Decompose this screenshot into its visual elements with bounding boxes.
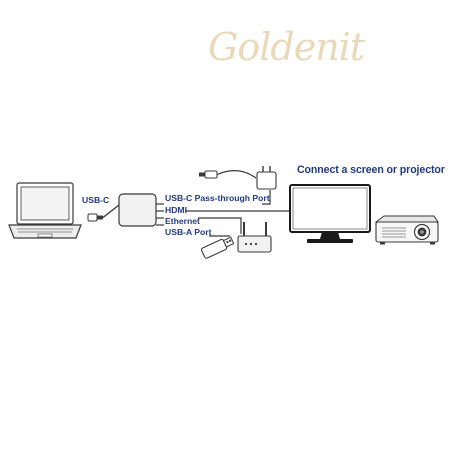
usb-stick-icon [200, 236, 235, 259]
heading-connect-screen: Connect a screen or projector [297, 164, 445, 176]
usb-c-plug-icon [87, 204, 120, 222]
projector-icon [374, 215, 439, 245]
laptop-icon [8, 182, 82, 239]
label-usba: USB-A Port [165, 227, 212, 237]
label-usb-c: USB-C [82, 195, 110, 205]
connection-lines [156, 170, 290, 237]
label-ethernet: Ethernet [165, 216, 200, 226]
watermark-logo: Goldenit [208, 25, 365, 69]
label-hdmi: HDMI [165, 205, 187, 215]
router-icon [237, 222, 272, 253]
power-adapter-icon [199, 166, 277, 190]
monitor-icon [289, 184, 371, 243]
label-usbc-passthrough: USB-C Pass-through Port [165, 193, 270, 203]
adapter-hub-icon [118, 193, 157, 227]
